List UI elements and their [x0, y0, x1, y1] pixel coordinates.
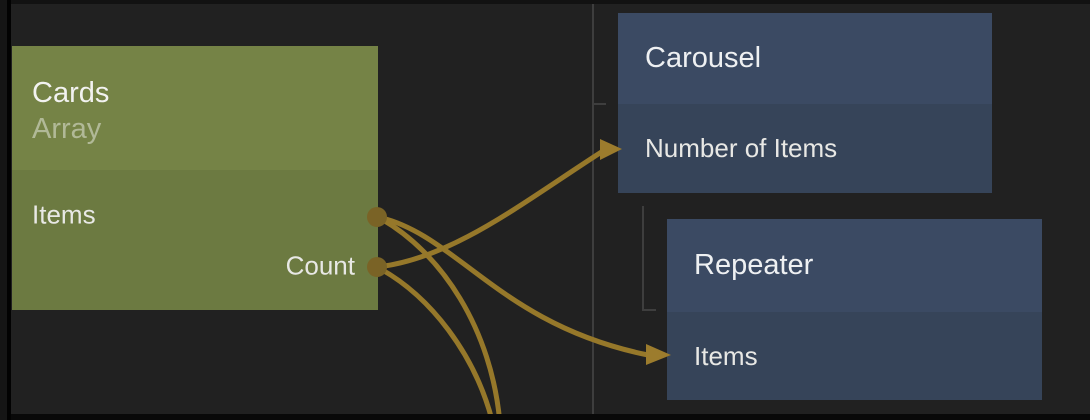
- port-label: Count: [285, 250, 355, 281]
- port-label: Number of Items: [645, 133, 838, 163]
- output-port-count[interactable]: Count: [286, 251, 355, 282]
- input-port-number-of-items[interactable]: Number of Items: [618, 104, 992, 193]
- node-title: Repeater: [694, 249, 814, 281]
- wire-items-offscreen[interactable]: [376, 214, 503, 420]
- node-title: Carousel: [645, 42, 762, 74]
- node-cards[interactable]: Cards Array Items Count: [12, 46, 378, 310]
- node-cards-body: Items Count: [12, 170, 378, 310]
- wire-count-to-carousel[interactable]: [376, 148, 605, 270]
- node-title: Cards: [32, 77, 110, 109]
- node-cards-header[interactable]: Cards Array: [12, 46, 378, 170]
- canvas-top-edge: [0, 0, 1090, 4]
- wire-items-to-repeater[interactable]: [377, 214, 649, 358]
- node-carousel[interactable]: Carousel Number of Items: [618, 13, 992, 193]
- port-label: Items: [694, 340, 758, 371]
- input-port-items[interactable]: Items: [667, 312, 1042, 400]
- port-label: Items: [32, 199, 96, 230]
- canvas-left-border: [7, 0, 11, 420]
- output-port-items[interactable]: Items: [32, 200, 96, 231]
- repeater-child-guide-line: [642, 206, 656, 311]
- canvas-left-edge: [0, 0, 7, 420]
- canvas-bottom-edge: [0, 414, 1090, 420]
- node-subtitle: Array: [32, 113, 102, 145]
- wire-count-offscreen[interactable]: [375, 264, 495, 420]
- node-carousel-header[interactable]: Carousel: [618, 13, 992, 104]
- node-repeater-header[interactable]: Repeater: [667, 219, 1042, 312]
- node-repeater[interactable]: Repeater Items: [667, 219, 1042, 400]
